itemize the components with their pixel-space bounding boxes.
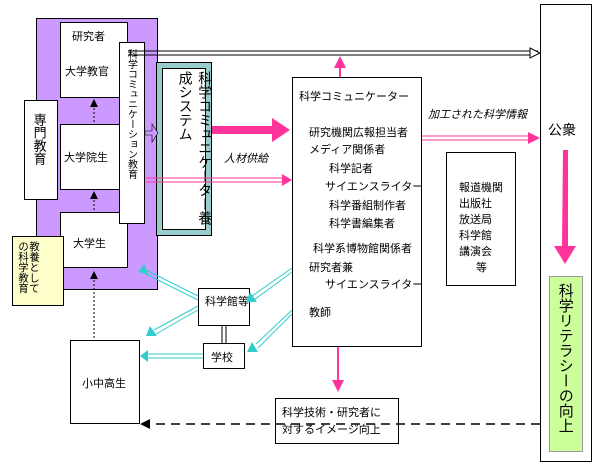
- communicator-box: 科学コミュニケーター 研究機関広報担当者 メディア関係者 科学記者 サイエンスラ…: [292, 77, 424, 347]
- students-label: 小中高生: [82, 377, 126, 390]
- students-box: 小中高生: [70, 340, 140, 424]
- image-improvement-box: 科学技術・研究者に 対するイメージ向上: [275, 398, 399, 444]
- researcher-label: 研究者: [72, 30, 105, 43]
- communicator-role: サイエンスライター: [325, 180, 424, 193]
- literacy-box: 科学リテラシーの向上: [549, 276, 583, 452]
- graduate-label: 大学院生: [64, 151, 108, 164]
- communicator-role: メディア関係者: [309, 143, 386, 156]
- comm-education-box: 科学コミュニケーション教育: [119, 42, 145, 224]
- communicator-title: 科学コミュニケーター: [299, 90, 409, 103]
- school-box: 学校: [203, 343, 245, 369]
- museum-box: 科学館等: [198, 288, 250, 326]
- communicator-role: 研究機関広報担当者: [309, 126, 408, 139]
- communicator-to-school-arrow: [255, 309, 293, 345]
- media-item: 報道機関: [459, 181, 503, 194]
- media-item: 放送局: [459, 213, 492, 226]
- public-label: 公衆: [548, 123, 576, 139]
- media-item: 講演会: [459, 245, 492, 258]
- liberal-arts-label: 教養としての科学教育: [17, 241, 41, 294]
- university-faculty-label: 大学教官: [65, 65, 109, 78]
- training-system-box: 科学コミュニケーター養成システム: [156, 62, 212, 236]
- public-to-literacy-arrow: [554, 150, 576, 264]
- media-box: 報道機関 出版社 放送局 科学館 講演会 等: [446, 152, 516, 286]
- communicator-role: 研究者兼: [309, 261, 353, 274]
- training-to-communicator-arrow: [212, 118, 290, 142]
- communicator-role: 科学系博物館関係者: [313, 242, 412, 255]
- undergrad-label: 大学生: [73, 237, 106, 250]
- image-improve-line: 科学技術・研究者に: [282, 406, 381, 419]
- graduate-box: 大学院生: [60, 124, 128, 190]
- communicator-role: 教師: [309, 306, 331, 319]
- liberal-arts-box: 教養としての科学教育: [12, 236, 64, 306]
- museum-to-students-arrow: [153, 305, 199, 331]
- school-label: 学校: [211, 351, 233, 364]
- museum-to-university-arrow: [145, 269, 199, 297]
- specialized-education-box: 専門教育: [24, 100, 58, 200]
- image-improve-line: 対するイメージ向上: [282, 423, 381, 436]
- communicator-role: サイエンスライター: [325, 278, 424, 291]
- communicator-to-museum-arrow: [251, 267, 293, 297]
- media-item: 科学館: [459, 229, 492, 242]
- comm-to-training-arrow: [144, 123, 159, 143]
- literacy-label: 科学リテラシーの向上: [556, 283, 575, 433]
- media-item: 等: [476, 261, 487, 274]
- talent-supply-label: 人材供給: [224, 152, 268, 165]
- communicator-role: 科学記者: [329, 162, 373, 175]
- museum-label: 科学館等: [205, 295, 249, 308]
- undergrad-box: 大学生: [60, 212, 128, 268]
- comm-education-label: 科学コミュニケーション教育: [125, 49, 137, 179]
- communicator-role: 科学番組制作者: [329, 199, 406, 212]
- training-system-label: 科学コミュニケーター養成システム: [176, 71, 213, 225]
- media-item: 出版社: [459, 197, 492, 210]
- researcher-box: 研究者 大学教官: [60, 22, 128, 98]
- processed-info-label: 加工された科学情報: [428, 108, 527, 121]
- specialized-education-label: 専門教育: [30, 113, 46, 165]
- communicator-role: 科学書編集者: [329, 217, 395, 230]
